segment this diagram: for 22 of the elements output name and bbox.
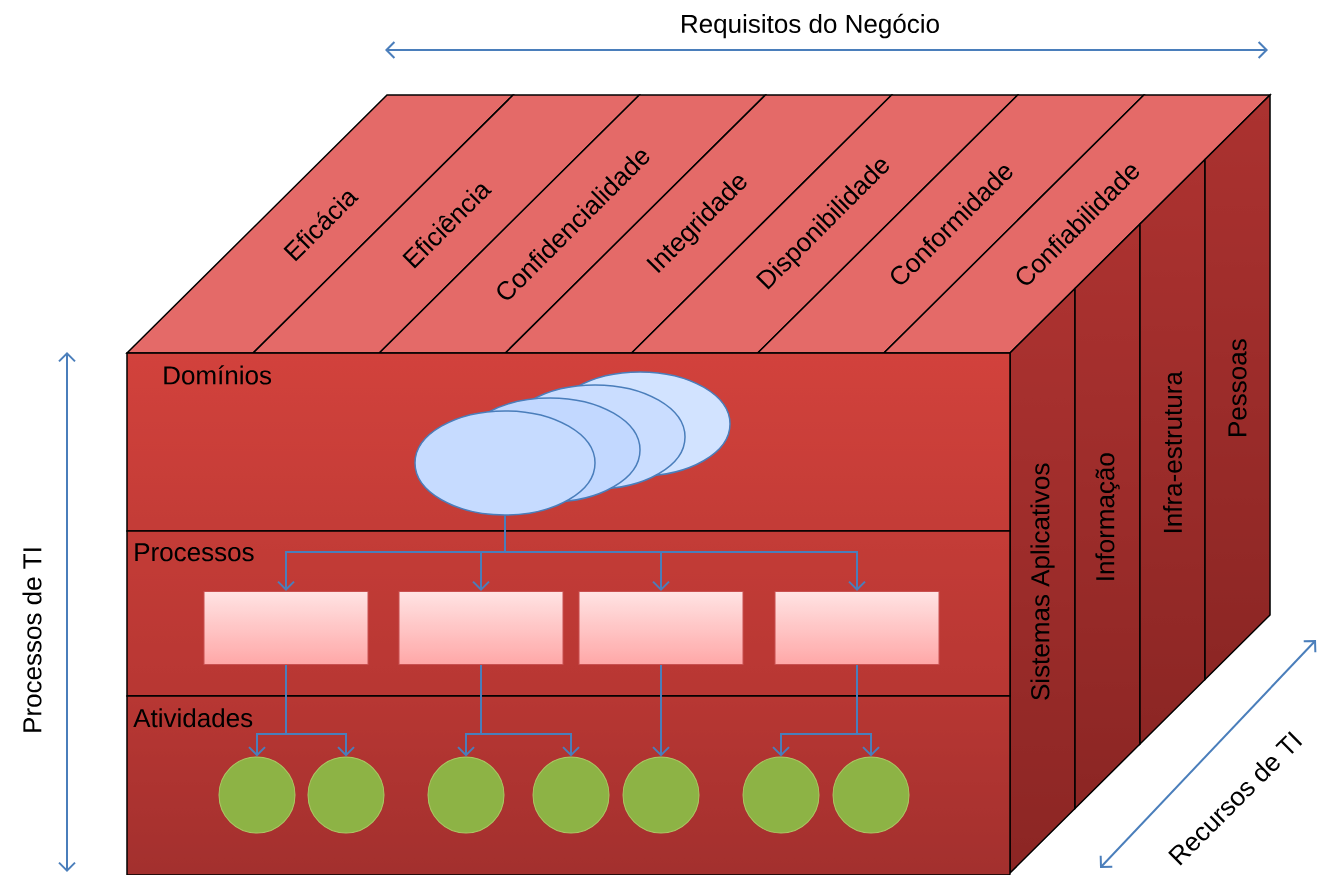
activity-circle	[532, 756, 610, 834]
process-box	[203, 591, 369, 665]
band-heading: Processos	[135, 543, 254, 562]
connector-arrow	[480, 664, 580, 757]
process-box	[774, 591, 940, 665]
ellipse-stack	[414, 371, 731, 516]
band-heading: Domínios	[164, 365, 272, 385]
connector-arrow	[652, 664, 670, 757]
axis-label: Processos de TI	[22, 548, 42, 732]
connector-arrow	[504, 514, 866, 591]
activity-circle	[218, 756, 296, 834]
axis-label: Requisitos do Negócio	[682, 13, 939, 39]
activity-circle	[307, 756, 385, 834]
activity-circle	[742, 756, 820, 834]
activity-circle	[427, 756, 505, 834]
connector-arrow	[856, 664, 880, 757]
band-heading: Atividades	[133, 708, 253, 728]
process-box	[578, 591, 744, 665]
connector-arrow	[285, 664, 355, 757]
activity-circle	[832, 756, 910, 834]
process-box	[398, 591, 564, 665]
activity-circle	[622, 756, 700, 834]
